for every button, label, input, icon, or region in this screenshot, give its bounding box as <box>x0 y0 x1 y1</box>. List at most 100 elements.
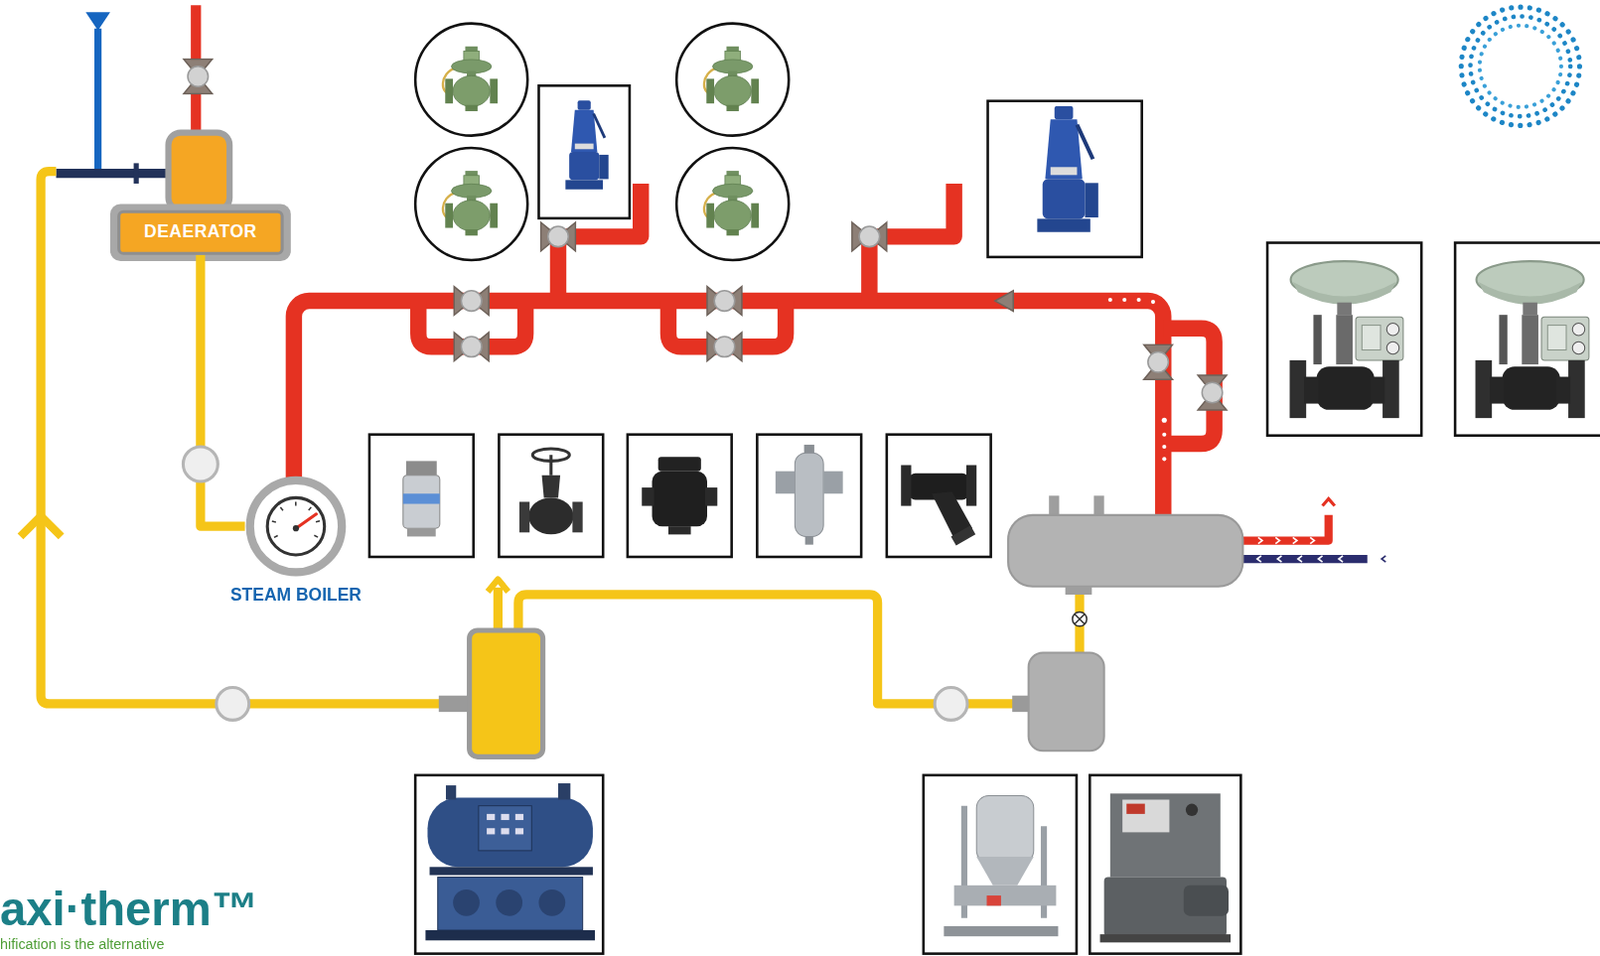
boiler-circle <box>308 507 312 511</box>
unit-pictures <box>437 877 583 931</box>
unit-pictures <box>1089 775 1241 955</box>
condensate-receiver <box>1072 611 1087 626</box>
unit-pictures <box>1110 793 1221 877</box>
fitting-pictures <box>756 435 862 558</box>
pipe-details <box>1162 433 1166 437</box>
water-inlet <box>85 11 111 30</box>
condensate-receiver <box>1074 614 1085 625</box>
fitting-pictures <box>542 475 561 499</box>
pipe-details <box>1275 537 1280 544</box>
boiler-circle <box>292 525 299 532</box>
unit-pictures <box>1185 804 1198 817</box>
water-inlet <box>134 162 140 184</box>
safety-valve-pictures <box>1036 106 1098 233</box>
fitting-pictures <box>403 493 440 504</box>
pump-circle <box>182 446 218 482</box>
water-inlet <box>56 11 169 184</box>
pipe-details <box>1317 556 1322 563</box>
pipe-details <box>1293 537 1298 544</box>
steam-header <box>1065 586 1093 595</box>
boiler-circle <box>272 520 277 523</box>
fitting-pictures <box>403 475 440 529</box>
brand-tagline: hification is the alternative <box>0 936 165 953</box>
prv-pictures <box>442 46 498 112</box>
fitting-pictures <box>658 456 702 471</box>
pump-circles <box>216 687 250 721</box>
fitting-pictures <box>823 471 844 495</box>
boiler-circle <box>267 497 325 556</box>
prv-pictures <box>415 147 528 261</box>
pipe-details <box>1298 556 1303 563</box>
pipe-details <box>1162 444 1166 449</box>
fitting-pictures <box>756 435 862 558</box>
control-valve-pictures <box>1290 261 1404 419</box>
deaerator-box: DEAERATOR <box>117 210 284 256</box>
unit-pictures <box>445 785 456 800</box>
unit-pictures <box>976 795 1034 864</box>
prv-pictures <box>676 147 789 261</box>
safety-valve-pictures <box>538 85 1142 258</box>
yellow-condensate-pipes <box>20 516 62 538</box>
unit-pictures <box>987 895 1002 906</box>
fitting-pictures <box>406 460 437 475</box>
fitting-pictures <box>498 435 603 558</box>
steam-header <box>1008 495 1243 595</box>
pipe-details <box>1277 556 1282 563</box>
pipe-details <box>1242 555 1367 564</box>
fitting-pictures <box>519 501 530 533</box>
unit-pictures <box>515 814 524 821</box>
unit-pictures <box>427 797 592 868</box>
water-inlet <box>56 168 169 178</box>
unit-pictures <box>495 889 523 917</box>
condensate-receiver <box>1012 696 1028 713</box>
control-valve-pictures <box>1475 261 1590 419</box>
control-valve-pictures <box>1267 243 1422 437</box>
pipe-details <box>1381 556 1386 563</box>
unit-pictures <box>1126 804 1145 815</box>
unit-pictures <box>500 814 509 821</box>
valves <box>1144 344 1173 380</box>
fitting-pictures <box>951 525 977 546</box>
boiler-circle <box>315 520 320 523</box>
pipe-details <box>1257 537 1343 563</box>
feed-tank <box>469 630 544 757</box>
valves <box>1197 375 1227 411</box>
pipe-details <box>1108 297 1113 302</box>
fitting-pictures <box>528 497 574 535</box>
fitting-pictures <box>652 471 708 527</box>
deaerator-tank <box>168 133 231 211</box>
yellow-condensate-pipes <box>493 587 503 631</box>
pipe-details <box>1162 456 1166 461</box>
yellow-condensate-pipes <box>487 580 509 592</box>
fitting-pictures <box>775 471 796 495</box>
unit-pictures <box>415 775 1241 955</box>
unit-pictures <box>1089 775 1241 955</box>
valves <box>183 59 213 95</box>
feed-tank <box>438 696 470 713</box>
valves <box>453 332 489 362</box>
unit-pictures <box>478 806 532 852</box>
fitting-pictures <box>369 435 474 558</box>
safety-valve-pictures <box>538 85 629 219</box>
valves <box>707 332 742 362</box>
fitting-pictures <box>627 435 732 558</box>
fitting-pictures <box>805 536 814 545</box>
fitting-pictures <box>705 487 718 506</box>
boiler-circle <box>295 514 317 529</box>
pump-circles <box>216 687 968 721</box>
top-right-logo <box>1460 6 1580 126</box>
pipe-details <box>1258 537 1263 544</box>
unit-pictures <box>486 828 495 835</box>
safety-valve-pictures <box>988 101 1143 258</box>
pipe-details <box>1151 299 1156 304</box>
node-heading: STEAM BOILER <box>183 585 409 607</box>
pipe-details <box>1322 498 1335 506</box>
prv-pictures <box>415 23 528 137</box>
boiler-circle <box>313 535 318 538</box>
prv-pictures <box>415 23 789 261</box>
unit-pictures <box>558 783 571 800</box>
unit-pictures <box>923 775 1077 955</box>
